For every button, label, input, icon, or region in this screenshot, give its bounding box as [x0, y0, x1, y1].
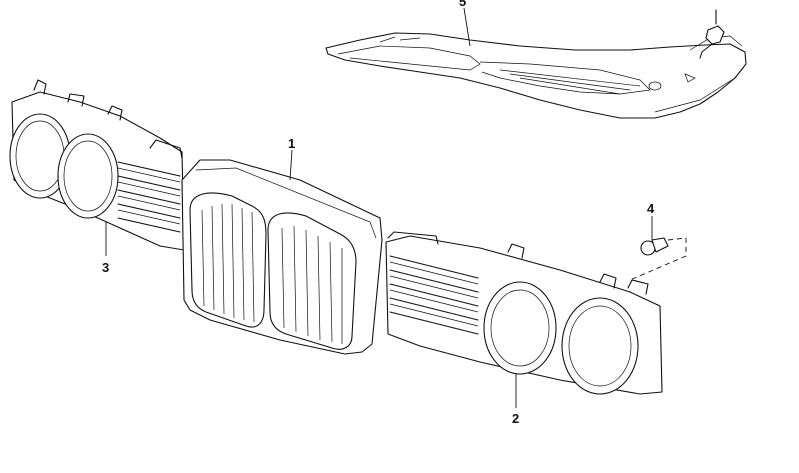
callout-3: 3 [102, 260, 109, 275]
part-2-right-grille-panel [385, 231, 663, 395]
part-4-rivet-clip [629, 237, 687, 281]
part-3-left-grille-panel [9, 79, 185, 251]
callout-1: 1 [288, 136, 295, 151]
fastener-clip-top [699, 9, 725, 59]
callout-5: 5 [459, 0, 466, 9]
callout-4: 4 [647, 201, 655, 216]
part-5-upper-cover-panel [325, 32, 747, 119]
leader-line-5 [463, 7, 471, 47]
callout-2: 2 [512, 411, 519, 426]
leader-line-1 [289, 149, 293, 181]
part-1-center-kidney-grille [181, 159, 383, 355]
